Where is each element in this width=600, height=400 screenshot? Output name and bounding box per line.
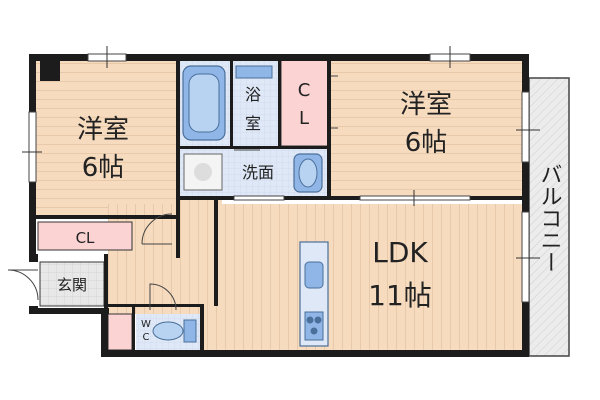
door-swings	[7, 75, 338, 311]
balcony-area	[528, 77, 570, 357]
ldk-name: LDK	[372, 236, 428, 269]
toilet-icon	[152, 319, 197, 343]
western-room-right-floor	[330, 60, 526, 198]
closet-left	[37, 221, 133, 251]
closet-top-label-l: L	[299, 108, 309, 129]
window-crosshairs	[22, 46, 540, 259]
closet-top	[280, 59, 329, 147]
ldk-size: 11帖	[368, 279, 432, 312]
ldk-floor	[204, 204, 526, 351]
washroom-label: 洗面	[242, 163, 274, 182]
western-room-right-name: 洋室	[400, 90, 452, 120]
bath-shelf-icon	[235, 65, 273, 79]
entrance-label: 玄関	[57, 276, 87, 294]
western-room-left-name: 洋室	[77, 115, 129, 145]
western-room-right-size: 6帖	[405, 128, 448, 158]
closet-top-label-c: C	[298, 80, 311, 101]
washing-machine-icon	[183, 153, 223, 191]
kitchen-counter-icon	[299, 241, 329, 347]
balcony-label: バルコニー	[537, 163, 562, 273]
toilet-label-w: W	[141, 319, 151, 330]
closet-left-label: CL	[76, 229, 95, 247]
entrance-storage	[107, 313, 133, 351]
bath-label-2: 室	[245, 114, 261, 133]
western-room-left-size: 6帖	[82, 153, 125, 183]
bathtub-icon	[182, 65, 226, 141]
toilet-label-c: C	[143, 332, 150, 343]
bath-label-1: 浴	[245, 85, 261, 104]
western-room-left-floor	[35, 60, 176, 217]
wash-basin-icon	[293, 153, 323, 193]
